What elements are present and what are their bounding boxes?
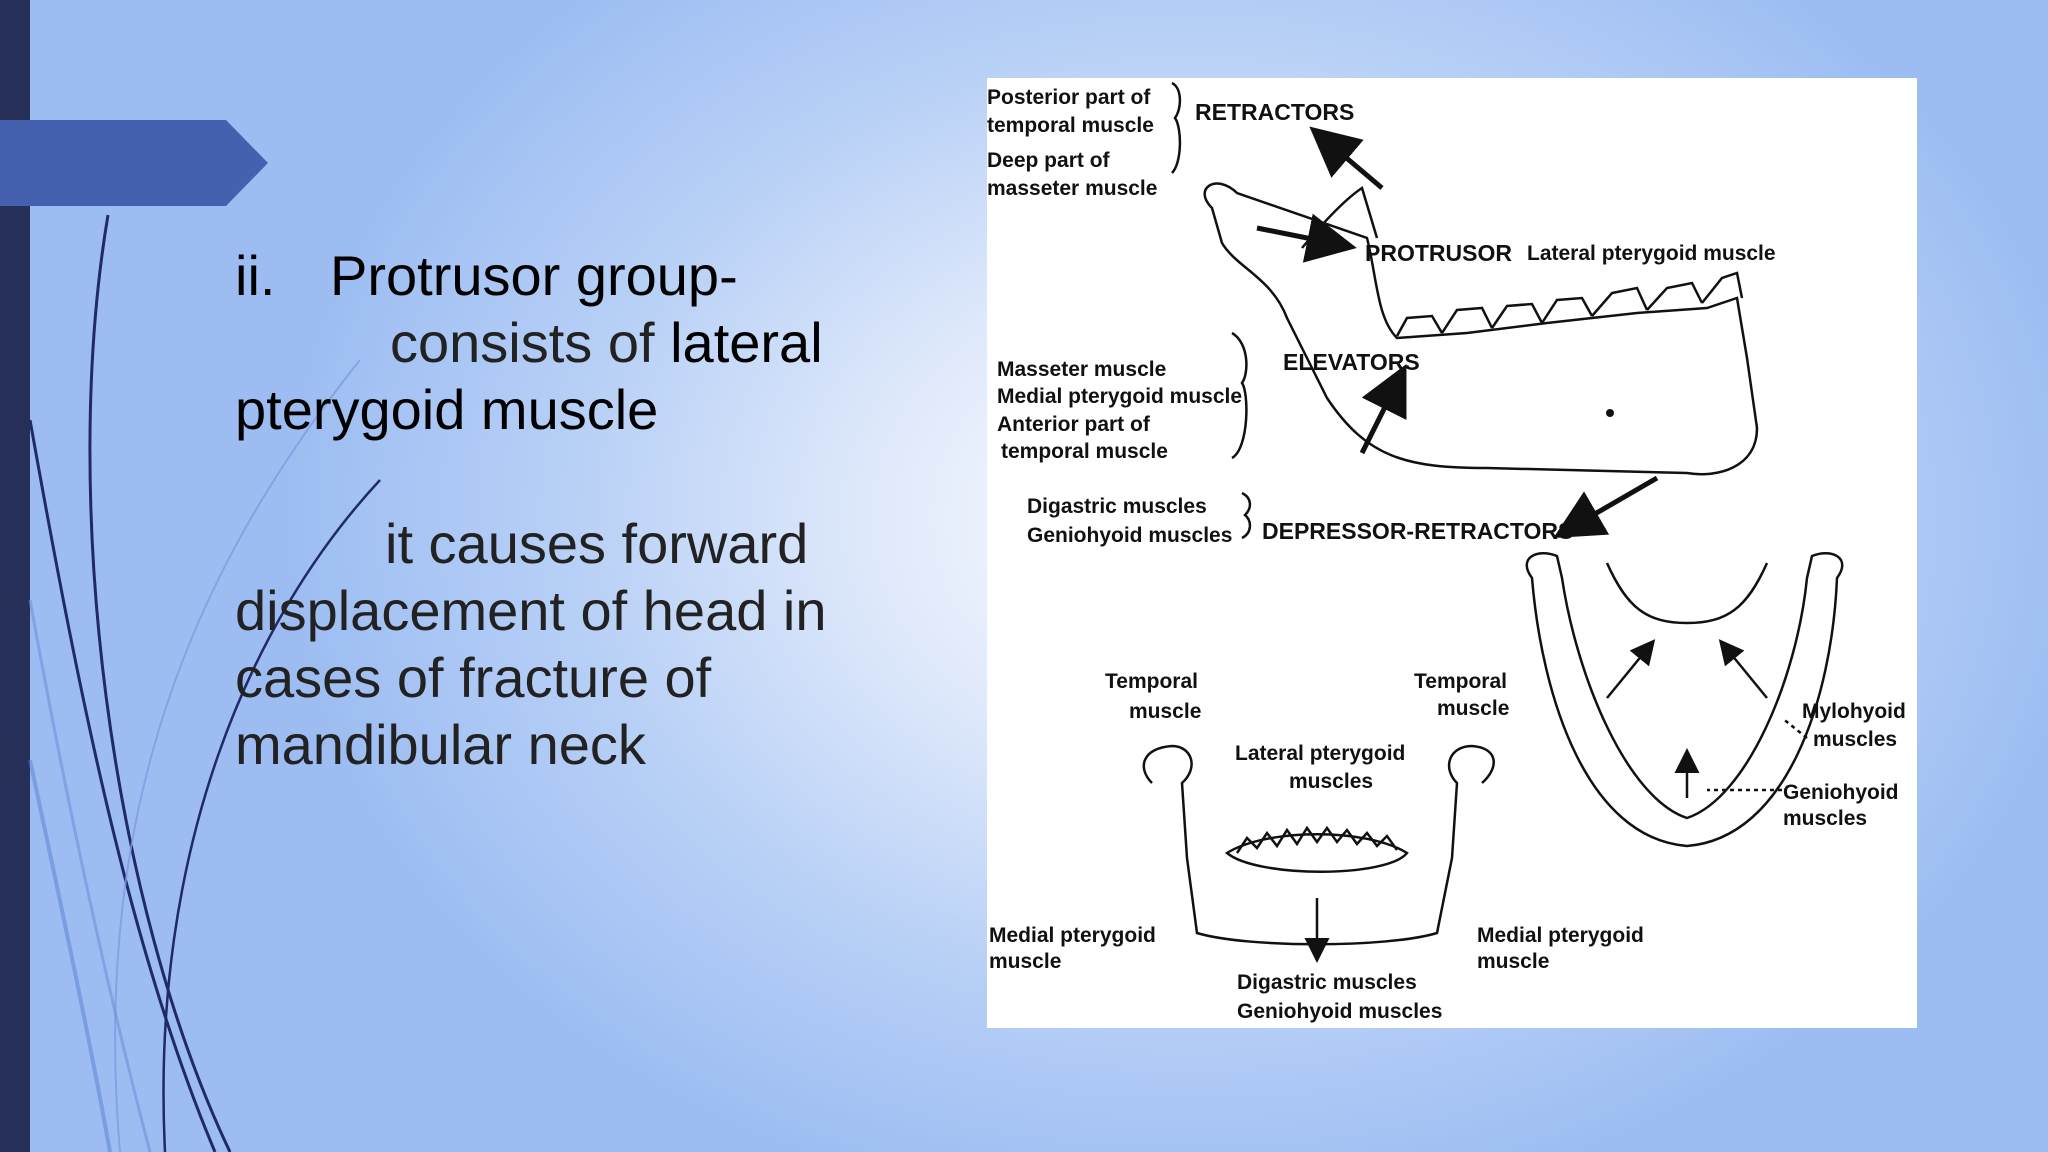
heading-line-3: pterygoid muscle — [235, 378, 659, 441]
heading-prefix: consists of — [390, 311, 671, 374]
label-lateral-pterygoid: Lateral pterygoid muscle — [1527, 242, 1776, 265]
label-medial-pterygoid-left-line-1: Medial pterygoid — [989, 924, 1156, 947]
description-line-3: cases of fracture of — [235, 646, 712, 709]
label-retractors-line-1: Posterior part of — [987, 86, 1151, 109]
label-geniohyoid-line-1: Geniohyoid — [1783, 781, 1899, 804]
label-medial-pterygoid-right-line-2: muscle — [1477, 950, 1549, 973]
label-geniohyoid-line-2: muscles — [1783, 807, 1867, 830]
label-braces — [1170, 81, 1252, 540]
inferior-view-mandible — [1525, 551, 1844, 848]
label-elevators-line-1: Masseter muscle — [997, 358, 1166, 381]
description-line-4: mandibular neck — [235, 713, 646, 776]
heading-bold-word: lateral — [670, 311, 823, 374]
label-elevators-line-3: Anterior part of — [997, 413, 1151, 436]
label-retractors: RETRACTORS — [1195, 99, 1354, 125]
list-number: ii. — [235, 244, 276, 307]
mental-foramen-dot — [1606, 409, 1614, 417]
label-elevators-line-2: Medial pterygoid muscle — [997, 385, 1242, 408]
label-retractors-line-2: temporal muscle — [987, 114, 1154, 137]
label-retractors-line-4: masseter muscle — [987, 177, 1157, 200]
label-lateral-pterygoid-muscles-line-2: muscles — [1289, 770, 1373, 793]
label-bottom-line-1: Digastric muscles — [1237, 971, 1417, 994]
label-depressor-line-2: Geniohyoid muscles — [1027, 524, 1232, 547]
front-view-mandible — [1142, 744, 1495, 963]
label-depressor-line-1: Digastric muscles — [1027, 495, 1207, 518]
label-elevators-line-4: temporal muscle — [1001, 440, 1168, 463]
heading-line-1: ii. Protrusor group- — [235, 242, 875, 309]
label-mylohyoid-line-2: muscles — [1813, 728, 1897, 751]
label-mylohyoid-line-1: Mylohyoid — [1802, 700, 1906, 723]
heading-line-2: consists of lateral — [235, 309, 875, 376]
label-temporal-left-line-2: muscle — [1129, 700, 1201, 723]
label-temporal-right-line-1: Temporal — [1414, 670, 1507, 693]
label-temporal-right-line-2: muscle — [1437, 697, 1509, 720]
label-lateral-pterygoid-muscles-line-1: Lateral pterygoid — [1235, 742, 1405, 765]
description-line-1: it causes forward — [235, 510, 875, 577]
title-tab — [0, 120, 268, 206]
side-view-mandible — [1203, 182, 1759, 476]
label-medial-pterygoid-left-line-2: muscle — [989, 950, 1061, 973]
label-depressor-retractors: DEPRESSOR-RETRACTORS — [1262, 518, 1573, 544]
action-arrows — [1256, 126, 1659, 539]
label-protrusor: PROTRUSOR — [1365, 240, 1512, 266]
text-block: ii.Protrusor group- consists of lateral … — [235, 242, 875, 778]
mandible-diagram: Posterior part of temporal muscle Deep p… — [987, 81, 1906, 1023]
label-temporal-left-line-1: Temporal — [1105, 670, 1198, 693]
label-elevators: ELEVATORS — [1283, 349, 1420, 375]
label-retractors-line-3: Deep part of — [987, 149, 1111, 172]
heading-title: Protrusor group- — [330, 244, 738, 307]
description-text-1: it causes forward — [385, 512, 809, 575]
label-bottom-line-2: Geniohyoid muscles — [1237, 1000, 1442, 1023]
description-line-2: displacement of head in — [235, 579, 827, 642]
label-medial-pterygoid-right-line-1: Medial pterygoid — [1477, 924, 1644, 947]
mandible-muscle-figure: Posterior part of temporal muscle Deep p… — [987, 78, 1917, 1028]
